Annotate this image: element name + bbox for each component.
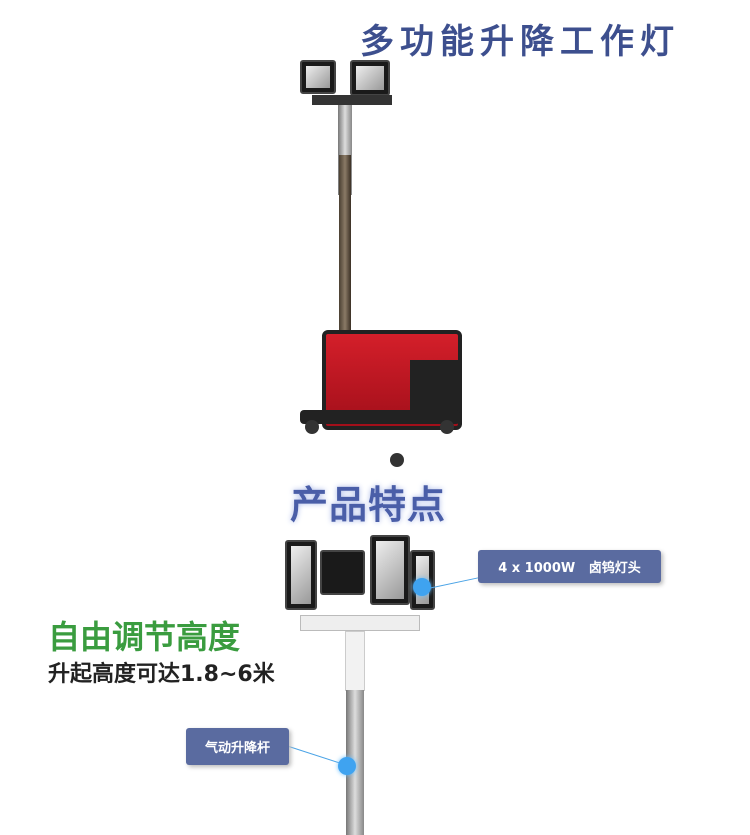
floodlight	[285, 540, 317, 610]
feature-description: 升起高度可达1.8~6米	[48, 662, 275, 687]
feature-heading: 自由调节高度	[48, 618, 241, 656]
floodlight	[300, 60, 336, 94]
callout-pole: 气动升降杆	[186, 728, 289, 765]
product-image-full	[290, 55, 470, 475]
callout-dot	[413, 578, 431, 596]
callout-dot	[338, 757, 356, 775]
product-image-lamp-head	[280, 535, 440, 835]
telescopic-pole	[339, 155, 351, 335]
floodlight	[350, 60, 390, 96]
callout-lamp-head: 4 x 1000W 卤钨灯头	[478, 550, 661, 583]
section-title: 产品特点	[290, 483, 447, 527]
page-title: 多功能升降工作灯	[360, 22, 680, 62]
floodlight	[370, 535, 410, 605]
